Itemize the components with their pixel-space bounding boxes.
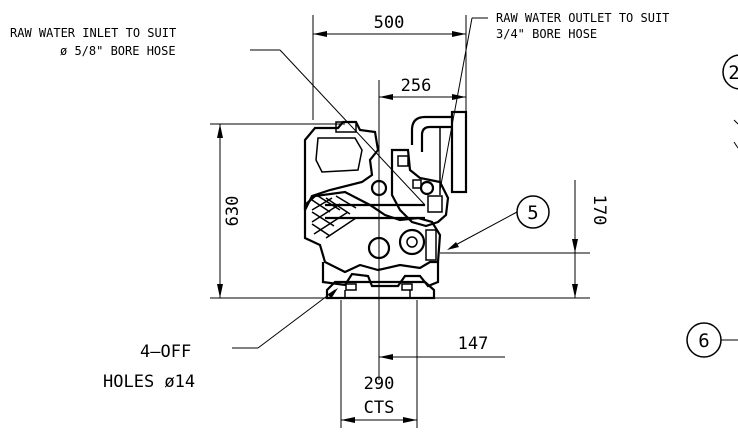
- balloon-2-leader-2: [733, 141, 738, 149]
- dim-500-arrow-right: [452, 31, 466, 37]
- dim-170-arrow-top: [572, 239, 578, 253]
- balloon-5-leader: [449, 211, 518, 249]
- dim-170-arrow-bottom: [572, 284, 578, 298]
- balloon-2: [722, 54, 738, 90]
- dim-630-arrow-bottom: [217, 284, 223, 298]
- dim-147-arrow: [379, 354, 393, 360]
- dim-630-arrow-top: [217, 124, 223, 138]
- inlet-label-line1: RAW WATER INLET TO SUIT: [10, 26, 176, 40]
- engine-body: [303, 110, 468, 300]
- balloon-5-text: 5: [527, 202, 538, 224]
- holes-leader-arrow: [328, 288, 338, 299]
- outlet-leader: [439, 17, 473, 191]
- balloon-5-arrow: [447, 242, 459, 250]
- dim-290-arrow-right: [403, 417, 417, 423]
- inlet-leader: [279, 49, 426, 206]
- dim-147-text: 147: [458, 334, 489, 354]
- dim-256-arrow-left: [379, 94, 393, 100]
- holes-label-line2: HOLES ø14: [103, 372, 195, 392]
- dim-630-text: 630: [223, 196, 243, 227]
- inlet-label-line2: ø 5/8" BORE HOSE: [60, 44, 176, 58]
- dim-290-text: 290: [364, 374, 395, 394]
- holes-label-line1: 4—OFF: [140, 342, 191, 362]
- balloon-6-text: 6: [698, 330, 709, 352]
- balloon-2-leader: [733, 119, 738, 125]
- outlet-label-line2: 3/4" BORE HOSE: [496, 27, 597, 41]
- dim-290-arrow-left: [341, 417, 355, 423]
- balloon-2-text: 2: [728, 62, 738, 84]
- dim-290-unit: CTS: [364, 398, 395, 418]
- dim-500-text: 500: [374, 13, 405, 33]
- dim-170-text: 170: [589, 195, 609, 226]
- holes-leader: [257, 289, 336, 349]
- dim-500-arrow-left: [313, 31, 327, 37]
- outlet-label-line1: RAW WATER OUTLET TO SUIT: [496, 11, 669, 25]
- dim-256-text: 256: [401, 76, 432, 96]
- dim-256-arrow-right: [452, 94, 466, 100]
